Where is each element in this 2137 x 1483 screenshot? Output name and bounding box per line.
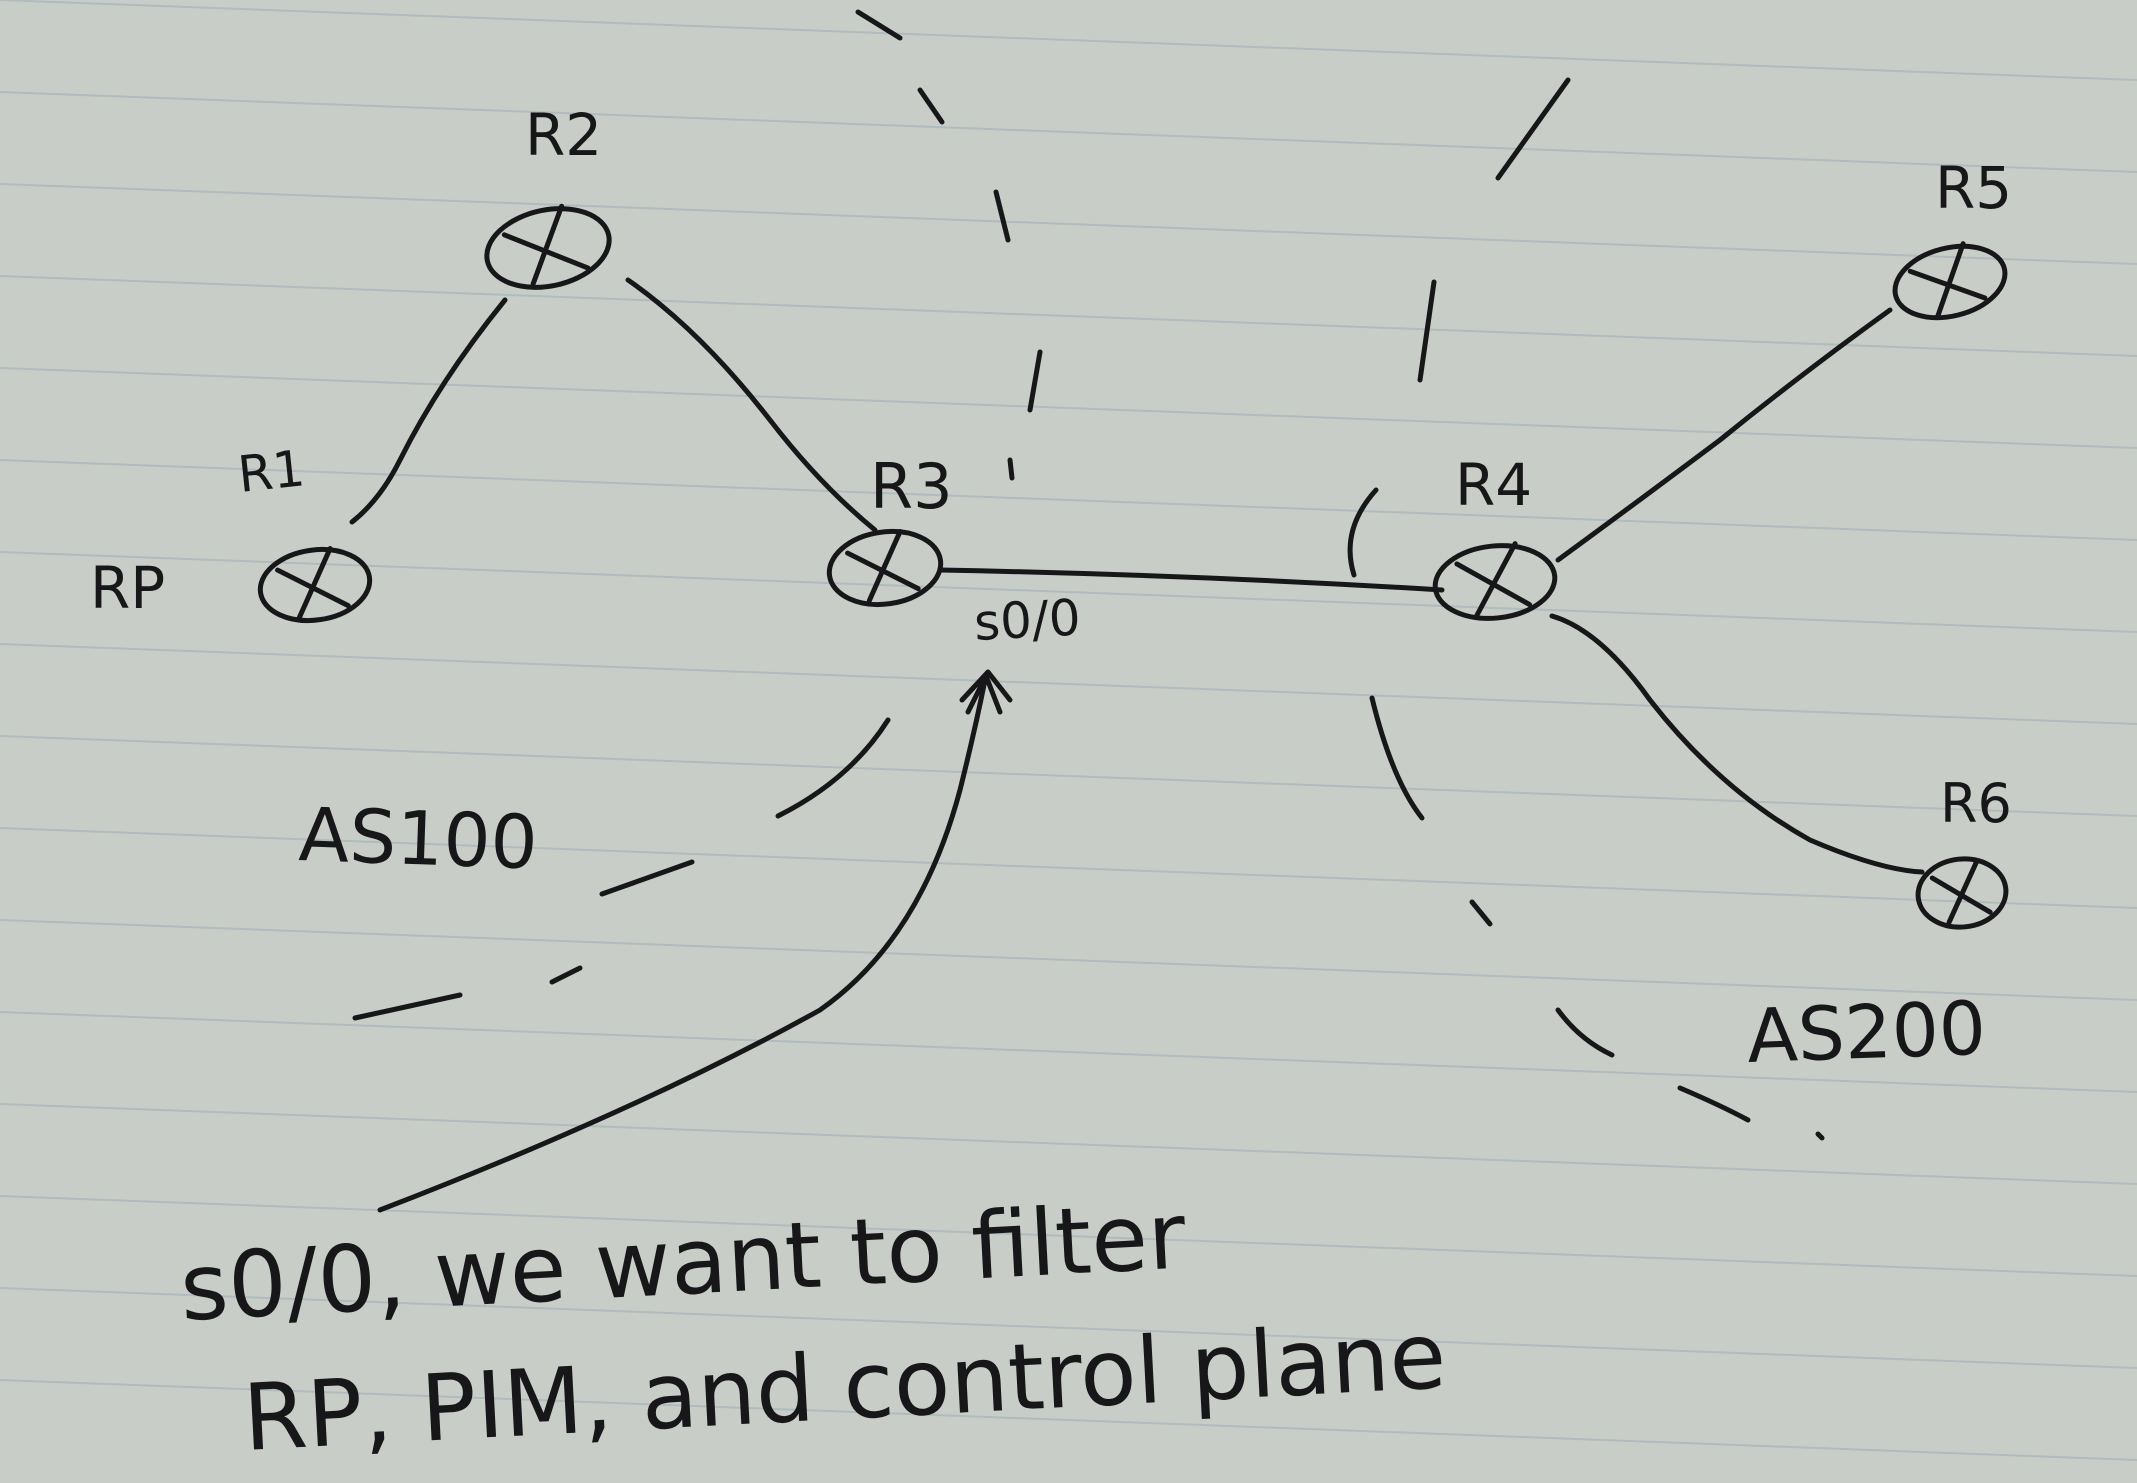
rule-line <box>0 1379 2137 1461</box>
router-r6: R6 <box>1915 772 2012 930</box>
as-boundary-left <box>352 9 1043 1021</box>
router-label: R2 <box>525 101 602 169</box>
link-r4-r6 <box>1549 613 1925 875</box>
as-boundary-right <box>1347 77 1825 1141</box>
note-line-1: s0/0, we want to filter <box>178 1182 1189 1342</box>
router-label: R3 <box>870 450 953 523</box>
router-label: R1 <box>235 439 307 504</box>
rule-line <box>0 1011 2137 1093</box>
router-r5: R5 <box>1892 154 2012 321</box>
rp-label: RP <box>90 554 165 622</box>
router-icon <box>1892 241 2008 321</box>
rule-line <box>0 91 2137 173</box>
router-icon <box>1915 856 2009 930</box>
rule-line <box>0 0 2137 81</box>
rule-line <box>0 183 2137 265</box>
rule-line <box>0 551 2137 633</box>
rule-line <box>0 1103 2137 1185</box>
rule-line <box>0 275 2137 357</box>
rule-line <box>0 1195 2137 1277</box>
links <box>349 277 1925 875</box>
router-icon <box>484 203 612 290</box>
rule-line <box>0 735 2137 817</box>
rule-line <box>0 459 2137 541</box>
link-r3-r4 <box>937 567 1445 593</box>
router-icon <box>1432 541 1558 621</box>
link-r2-r3 <box>625 277 878 533</box>
router-icon <box>826 529 944 607</box>
router-icon <box>257 546 373 623</box>
router-label: R5 <box>1935 154 2012 222</box>
as-label-left: AS100 <box>297 792 539 886</box>
rule-line <box>0 1287 2137 1369</box>
rule-line <box>0 367 2137 449</box>
annotation-arrow <box>377 669 1013 1213</box>
router-r3: R3 <box>826 450 953 607</box>
router-r4: R4 <box>1432 451 1558 621</box>
rule-line <box>0 827 2137 909</box>
link-r4-r5 <box>1555 307 1893 563</box>
router-r2: R2 <box>484 101 612 290</box>
router-label: R4 <box>1455 451 1532 519</box>
link-r1-r2 <box>349 297 508 525</box>
rule-line <box>0 643 2137 725</box>
as-label-right: AS200 <box>1746 986 1988 1080</box>
interface-label: s0/0 <box>973 588 1082 651</box>
router-r1: R1 RP <box>90 439 373 623</box>
router-label: R6 <box>1940 772 2012 835</box>
rule-line <box>0 919 2137 1001</box>
